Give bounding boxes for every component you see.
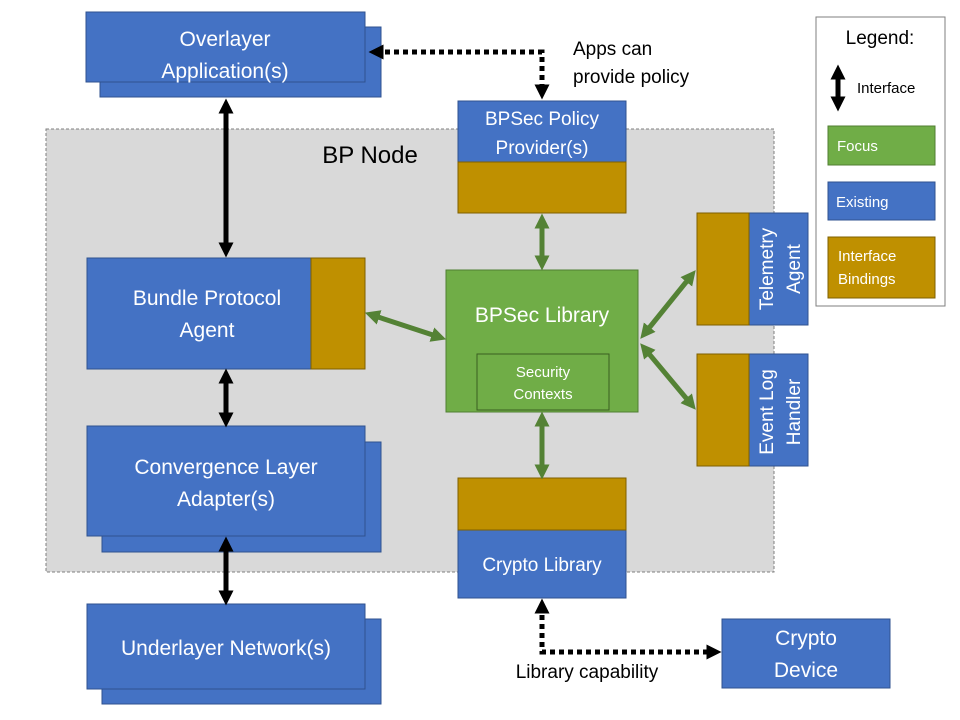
event-log-line1: Event Log <box>757 369 778 455</box>
policy-provider-line2: Provider(s) <box>496 138 589 159</box>
dotted-arrow-crypto-device <box>534 598 722 660</box>
arrow-bpa-bpsec <box>364 310 447 342</box>
overlayer-label-line2: Application(s) <box>161 60 288 83</box>
legend-title: Legend: <box>846 28 915 49</box>
library-capability-note: Library capability <box>516 662 659 683</box>
legend-existing-swatch <box>827 181 936 221</box>
overlayer-label-line1: Overlayer <box>179 28 270 51</box>
dotted-arrow-overlayer-policy <box>368 44 550 100</box>
convergence-layer-adapter-box: Convergence Layer Adapter(s) <box>86 425 382 553</box>
bpsec-library-label: BPSec Library <box>475 304 610 327</box>
overlayer-application-box: Overlayer Application(s) <box>85 11 382 98</box>
bpa-label-line1: Bundle Protocol <box>133 287 281 310</box>
crypto-device-line2: Device <box>774 659 838 682</box>
crypto-library-box: Crypto Library <box>457 477 627 599</box>
apps-policy-note-line1: Apps can <box>573 39 652 60</box>
legend-existing-label: Existing <box>836 194 889 211</box>
crypto-library-label: Crypto Library <box>482 555 602 576</box>
underlayer-label: Underlayer Network(s) <box>121 637 331 660</box>
bpa-label-line2: Agent <box>180 319 235 342</box>
legend-binding-line2: Bindings <box>838 271 896 288</box>
telemetry-line2: Agent <box>784 243 805 293</box>
crypto-device-box: Crypto Device <box>721 618 891 689</box>
legend: Legend: Interface Focus Existing Interfa… <box>815 16 946 307</box>
arrow-bpsec-telemetry <box>640 270 696 339</box>
legend-focus-label: Focus <box>837 138 878 155</box>
bpsec-library-box: BPSec Library Security Contexts <box>445 269 639 413</box>
legend-interface-label: Interface <box>857 80 915 97</box>
security-contexts-line2: Contexts <box>513 386 572 403</box>
legend-binding-swatch <box>827 236 936 299</box>
telemetry-agent-box: Telemetry Agent <box>696 212 809 326</box>
security-contexts-box <box>476 353 610 411</box>
legend-binding-line1: Interface <box>838 248 896 265</box>
bundle-protocol-agent-box: Bundle Protocol Agent <box>86 257 366 370</box>
telemetry-binding <box>696 212 750 326</box>
bpa-binding <box>310 257 366 370</box>
telemetry-line1: Telemetry <box>757 227 778 310</box>
security-contexts-line1: Security <box>516 364 571 381</box>
underlayer-network-box: Underlayer Network(s) <box>86 603 382 705</box>
legend-focus-swatch <box>827 125 936 166</box>
event-log-handler-box: Event Log Handler <box>696 353 809 467</box>
apps-policy-note-line2: provide policy <box>573 67 690 88</box>
event-log-binding <box>696 353 750 467</box>
bp-node-label: BP Node <box>322 142 418 169</box>
cla-label-line2: Adapter(s) <box>177 488 275 511</box>
policy-provider-box: BPSec Policy Provider(s) <box>457 100 627 214</box>
crypto-library-binding <box>457 477 627 531</box>
policy-provider-line1: BPSec Policy <box>485 109 600 130</box>
crypto-device-line1: Crypto <box>775 627 837 650</box>
policy-provider-binding <box>457 161 627 214</box>
arrow-bpsec-eventlog <box>640 343 696 410</box>
event-log-line2: Handler <box>784 378 805 445</box>
cla-label-line1: Convergence Layer <box>134 456 317 479</box>
